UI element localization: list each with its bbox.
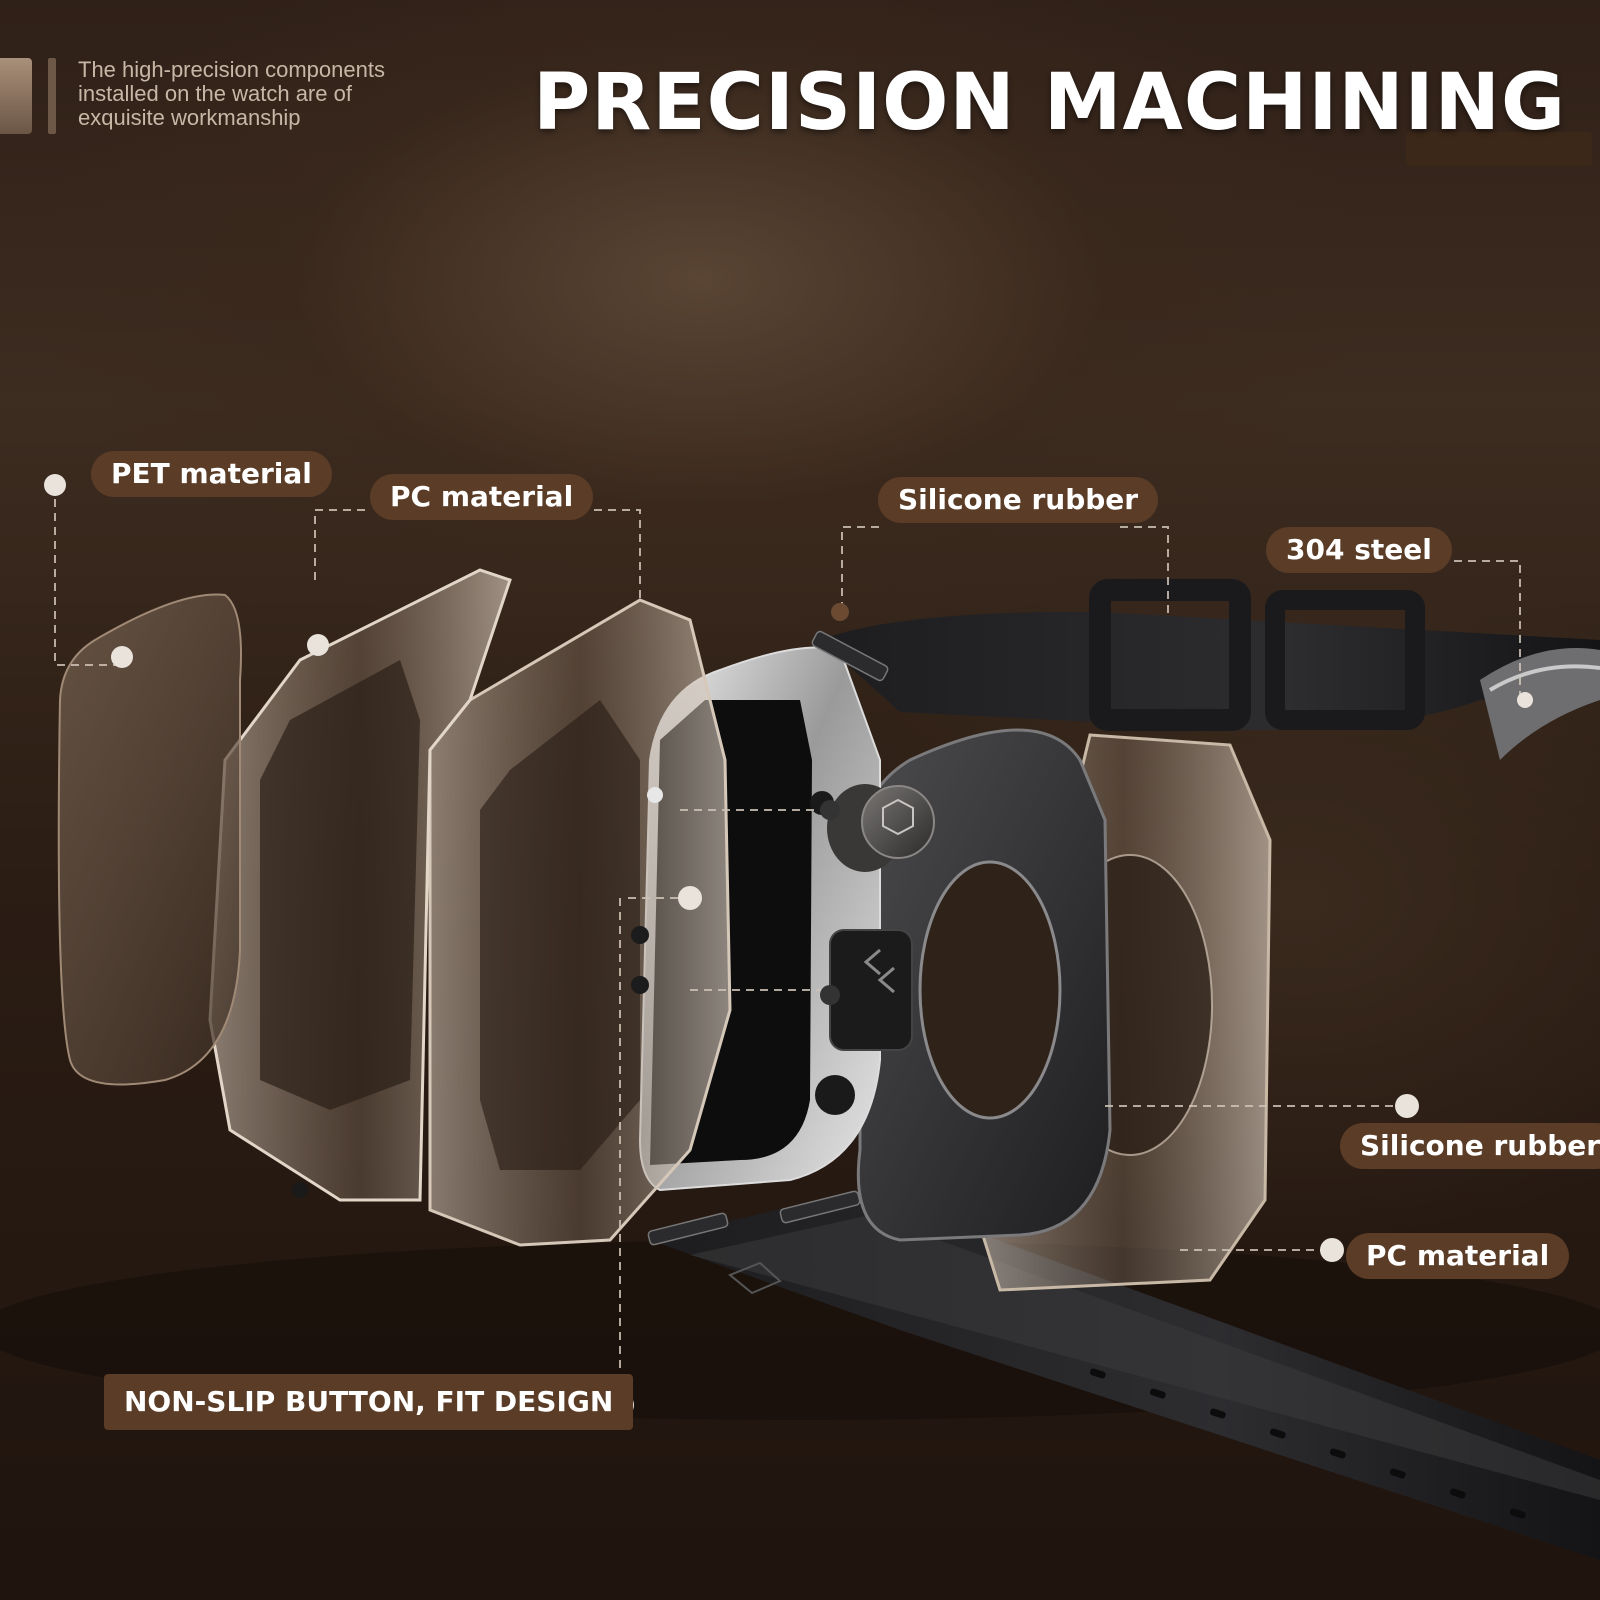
- pc-frame-rear-graphic: [428, 598, 732, 1247]
- callout-pet-material: PET material: [91, 451, 332, 497]
- silicone-inner-graphic: [856, 728, 1112, 1242]
- pet-protector-graphic: [57, 593, 242, 1086]
- page-title: PRECISION MACHINING: [533, 58, 1566, 148]
- top-strap-graphic: [820, 579, 1600, 760]
- crown-graphic: [827, 784, 935, 872]
- title-underline-shadow: [1406, 132, 1592, 166]
- callout-304-steel: 304 steel: [1266, 527, 1452, 573]
- header-subtitle: The high-precision components installed …: [78, 57, 385, 130]
- callout-non-slip-button: NON-SLIP BUTTON, FIT DESIGN: [104, 1374, 634, 1430]
- callout-silicone-rubber-top: Silicone rubber: [878, 477, 1159, 523]
- screws-graphic: [647, 630, 889, 1246]
- bottom-strap-graphic: [650, 1190, 1600, 1560]
- accent-divider: [48, 58, 56, 134]
- callout-silicone-rubber-right: Silicone rubber: [1340, 1123, 1600, 1169]
- callout-pc-material-right: PC material: [1346, 1233, 1570, 1279]
- side-button-graphic: [829, 929, 913, 1051]
- accent-bar: [0, 58, 32, 134]
- callout-pc-material-top: PC material: [370, 474, 594, 520]
- pc-frame-front-graphic: [208, 568, 512, 1202]
- leader-lines: [54, 485, 1521, 1400]
